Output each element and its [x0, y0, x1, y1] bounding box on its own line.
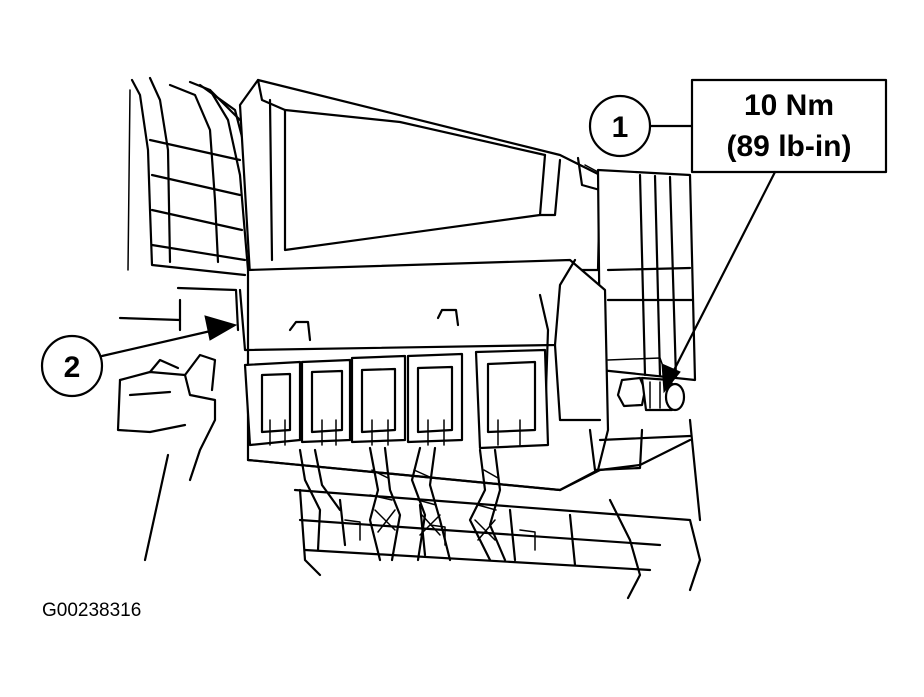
left-frame-structure [116, 76, 260, 482]
callout-1-number: 1 [612, 111, 629, 144]
torque-arrowhead [661, 363, 681, 394]
callout-1: 1 [588, 94, 694, 158]
callout-2-circle [40, 334, 104, 398]
mounting-bolt [607, 357, 686, 412]
module-housing [238, 78, 697, 492]
callout-2-leader [100, 328, 217, 358]
callout-2: 2 [40, 315, 238, 562]
figure-id: G00238316 [42, 600, 141, 621]
pointer-line [143, 453, 170, 562]
lower-frame-and-wiring [293, 418, 702, 600]
torque-spec-imperial: (89 lb-in) [727, 130, 852, 163]
torque-spec-frame [690, 78, 888, 174]
callout-2-arrowhead [204, 315, 238, 341]
torque-spec-leader [668, 170, 777, 380]
torque-spec-metric: 10 Nm [744, 89, 834, 122]
callout-2-number: 2 [64, 351, 81, 384]
dash-mark [118, 316, 182, 322]
torque-spec-box: 10 Nm (89 lb-in) [661, 78, 888, 394]
